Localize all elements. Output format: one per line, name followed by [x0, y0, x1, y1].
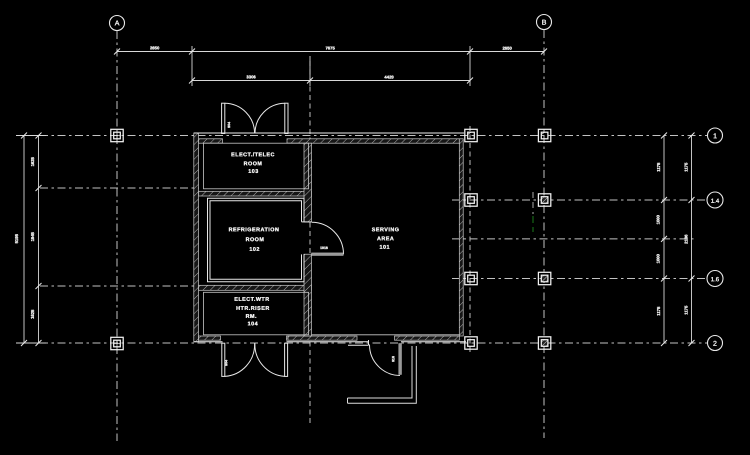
svg-text:1016: 1016 — [320, 246, 328, 250]
svg-text:2650: 2650 — [150, 45, 160, 50]
svg-text:AREA: AREA — [377, 236, 394, 242]
svg-text:1175: 1175 — [656, 306, 661, 316]
svg-text:HTR.RISER: HTR.RISER — [236, 306, 270, 312]
svg-text:1000: 1000 — [656, 214, 661, 224]
svg-text:REFRIGERATION: REFRIGERATION — [229, 227, 280, 233]
svg-text:ELECT.WTR: ELECT.WTR — [234, 297, 269, 303]
svg-text:ROOM: ROOM — [246, 237, 265, 243]
svg-text:1000: 1000 — [655, 253, 660, 263]
svg-text:2650: 2650 — [502, 46, 512, 51]
svg-text:A: A — [115, 20, 120, 27]
svg-text:B: B — [542, 20, 547, 27]
svg-text:ROOM: ROOM — [244, 161, 263, 167]
svg-text:2136: 2136 — [683, 234, 688, 244]
svg-text:1175: 1175 — [684, 162, 689, 172]
svg-text:101: 101 — [380, 245, 391, 251]
svg-text:104: 104 — [248, 321, 259, 327]
svg-text:3306: 3306 — [246, 74, 256, 79]
svg-text:1: 1 — [713, 133, 717, 140]
svg-text:1175: 1175 — [683, 305, 688, 315]
svg-text:4420: 4420 — [384, 75, 394, 80]
svg-text:904: 904 — [224, 360, 228, 366]
svg-text:RM.: RM. — [246, 314, 257, 320]
svg-text:102: 102 — [249, 247, 260, 253]
svg-text:7675: 7675 — [325, 45, 335, 50]
svg-text:5195: 5195 — [14, 233, 19, 243]
svg-text:ELECT./TELEC: ELECT./TELEC — [231, 152, 275, 158]
svg-text:1175: 1175 — [656, 162, 661, 172]
svg-text:904: 904 — [227, 122, 231, 128]
svg-text:SERVING: SERVING — [372, 227, 400, 233]
svg-text:916: 916 — [391, 356, 395, 362]
svg-text:2: 2 — [713, 341, 717, 348]
svg-text:1.4: 1.4 — [711, 199, 720, 205]
svg-text:1945: 1945 — [30, 231, 35, 241]
svg-text:1625: 1625 — [30, 309, 35, 319]
svg-text:1.6: 1.6 — [711, 277, 720, 283]
svg-text:1625: 1625 — [30, 156, 35, 166]
svg-text:103: 103 — [248, 169, 259, 175]
